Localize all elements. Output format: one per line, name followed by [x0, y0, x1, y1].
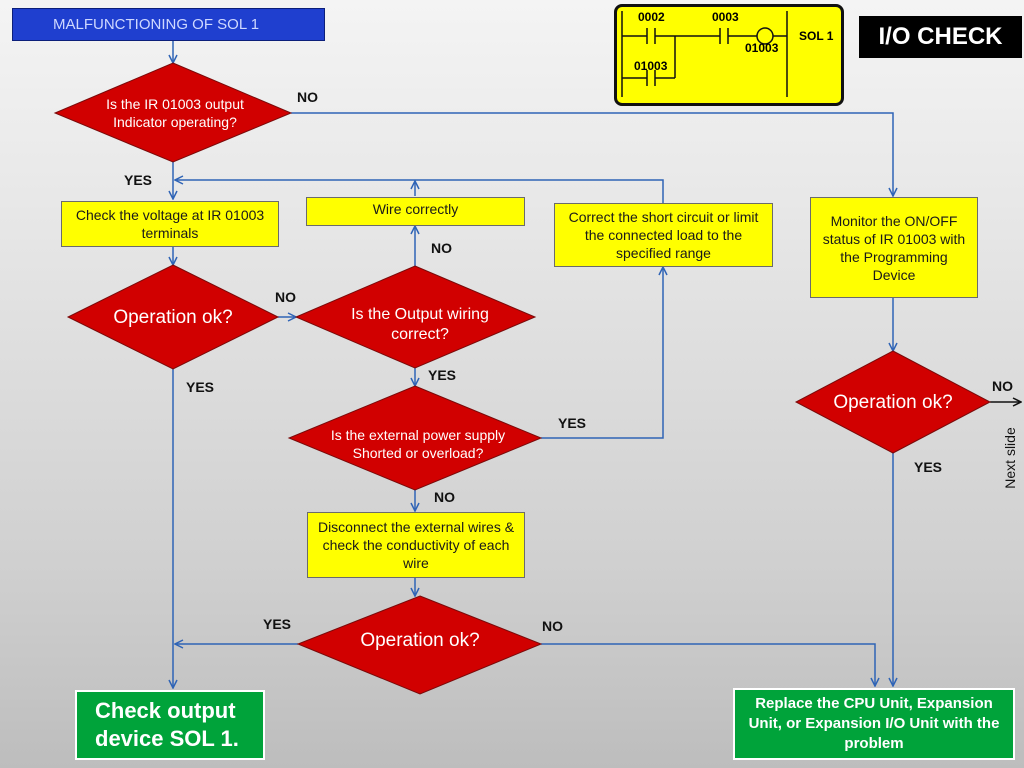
flow-arrow — [541, 643, 875, 686]
decision-diamond — [287, 385, 543, 491]
title-text: MALFUNCTIONING OF SOL 1 — [53, 16, 260, 33]
label-yes: YES — [428, 367, 457, 383]
label-no: NO — [992, 378, 1013, 394]
label-yes: YES — [914, 459, 943, 475]
monitor-box: Monitor the ON/OFF status of IR 01003 wi… — [810, 197, 978, 298]
ladder-coil-addr-label: 01003 — [745, 41, 779, 55]
decision-diamond — [53, 62, 293, 163]
label-yes: YES — [186, 379, 215, 395]
replace-box: Replace the CPU Unit, Expansion Unit, or… — [733, 688, 1015, 760]
ladder-coil-name-label: SOL 1 — [799, 29, 834, 43]
ladder-contact-b-label: 0003 — [712, 10, 739, 24]
io-check-badge: I/O CHECK — [859, 16, 1022, 58]
decision-d2-text: Operation ok? — [113, 307, 233, 328]
label-no: NO — [542, 618, 563, 634]
decision-diamond — [296, 595, 543, 695]
ladder-diagram: 0002 0003 01003 SOL 1 01003 — [614, 4, 844, 106]
check-output-box: Check output device SOL 1. — [75, 690, 265, 760]
flow-arrow — [175, 180, 664, 203]
disconnect-box: Disconnect the external wires & check th… — [307, 512, 525, 578]
label-no: NO — [434, 489, 455, 505]
label-no: NO — [275, 289, 296, 305]
label-yes: YES — [558, 415, 587, 431]
decision-d5-text: Operation ok? — [360, 630, 480, 651]
label-no: NO — [431, 240, 452, 256]
check-voltage-box: Check the voltage at IR 01003 terminals — [61, 201, 279, 247]
flow-arrow — [291, 112, 893, 196]
flow-arrow — [541, 267, 663, 439]
decision-diamond — [66, 264, 280, 370]
decision-d3-text: Is the Output wiring correct? — [351, 306, 489, 343]
decision-d1-text: Is the IR 01003 output Indicator operati… — [106, 96, 244, 130]
title-box: MALFUNCTIONING OF SOL 1 — [12, 8, 325, 41]
ladder-lines — [621, 11, 788, 97]
io-check-text: I/O CHECK — [878, 23, 1003, 50]
ladder-contact-a-label: 0002 — [638, 10, 665, 24]
label-no: NO — [297, 89, 318, 105]
decision-diamond — [794, 350, 992, 454]
label-yes: YES — [124, 172, 153, 188]
label-yes: YES — [263, 616, 292, 632]
wire-correctly-box: Wire correctly — [306, 197, 525, 226]
next-slide-label: Next slide — [1002, 427, 1018, 489]
ladder-branch-contact-label: 01003 — [634, 59, 668, 73]
decision-d4-text: Is the external power supply Shorted or … — [330, 427, 506, 461]
decision-diamond — [294, 265, 537, 369]
replace-text: Replace the CPU Unit, Expansion Unit, or… — [748, 695, 1000, 752]
correct-short-box: Correct the short circuit or limit the c… — [554, 203, 773, 267]
decision-d6-text: Operation ok? — [833, 392, 953, 413]
check-output-text: Check output device SOL 1. — [95, 698, 239, 751]
